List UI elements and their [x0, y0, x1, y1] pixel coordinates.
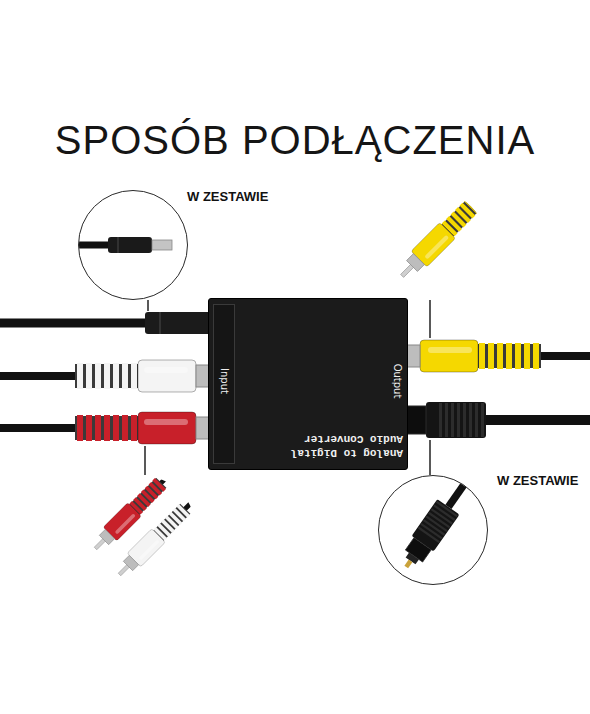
included-note: W ZESTAWIE [497, 473, 578, 488]
accessory-circle: W ZESTAWIE [378, 475, 488, 585]
included-note: W ZESTAWIE [187, 189, 268, 204]
device-label: Analog to Digital Audio Converter [279, 431, 403, 459]
page-title: SPOSÓB PODŁĄCZENIA [0, 120, 590, 160]
port-label: Output [392, 364, 403, 399]
accessory-circle: W ZESTAWIE [78, 190, 188, 300]
port-label: Input [219, 368, 230, 394]
converter-box: Input OutputAnalog to Digital Audio Conve… [208, 298, 408, 470]
